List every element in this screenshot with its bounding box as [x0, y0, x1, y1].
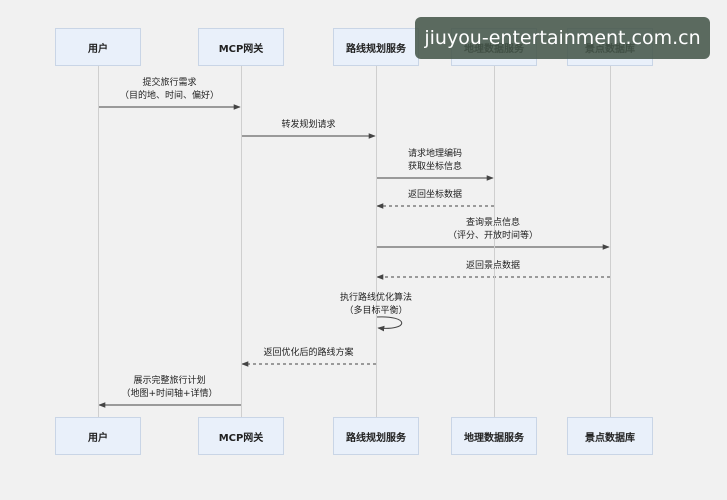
participant-top-user: 用户	[55, 28, 141, 66]
watermark-text: jiuyou-entertainment.com.cn	[424, 27, 701, 49]
message-label-line: 展示完整旅行计划	[133, 376, 206, 386]
message-label-line: 返回优化后的路线方案	[263, 348, 354, 358]
self-message-arrow	[375, 316, 403, 332]
message-label-line: （地图+时间轴+详情）	[121, 389, 218, 399]
message-label-line: 转发规划请求	[281, 120, 336, 130]
lifeline-geo-data-service	[494, 66, 495, 417]
message-label-line: 执行路线优化算法	[339, 293, 413, 303]
lifeline-user	[98, 66, 99, 417]
lifeline-route-planning-service	[376, 66, 377, 417]
lifeline-poi-database	[610, 66, 611, 417]
message-label: 查询景点信息 （评分、开放时间等）	[448, 217, 538, 243]
message-label-line: 查询景点信息	[465, 218, 521, 228]
message-label-line: 获取坐标信息	[407, 162, 463, 172]
watermark-banner: jiuyou-entertainment.com.cn	[415, 17, 710, 59]
participant-bottom-user: 用户	[55, 417, 141, 455]
message-label-line: 返回坐标数据	[407, 190, 463, 200]
message-label: 返回优化后的路线方案	[263, 347, 353, 360]
message-label: 展示完整旅行计划 （地图+时间轴+详情）	[121, 375, 217, 401]
message-label-line: 提交旅行需求	[142, 78, 197, 88]
message-label: 执行路线优化算法 （多目标平衡）	[340, 292, 412, 318]
message-label: 转发规划请求	[281, 119, 335, 132]
message-label: 返回坐标数据	[408, 189, 462, 202]
message-label-line: （目的地、时间、偏好）	[119, 91, 220, 101]
participant-bottom-mcp-gateway: MCP网关	[198, 417, 284, 455]
participant-top-mcp-gateway: MCP网关	[198, 28, 284, 66]
message-label: 提交旅行需求 （目的地、时间、偏好）	[120, 77, 219, 103]
participant-bottom-geo-data-service: 地理数据服务	[451, 417, 537, 455]
participant-bottom-route-planning-service: 路线规划服务	[333, 417, 419, 455]
message-label: 请求地理编码获取坐标信息	[408, 148, 462, 174]
message-label-line: （评分、开放时间等）	[447, 231, 539, 241]
lifeline-mcp-gateway	[241, 66, 242, 417]
message-label-line: 请求地理编码	[407, 149, 463, 159]
message-label-line: 返回景点数据	[465, 261, 521, 271]
participant-top-route-planning-service: 路线规划服务	[333, 28, 419, 66]
message-label-line: （多目标平衡）	[344, 306, 408, 316]
participant-bottom-poi-database: 景点数据库	[567, 417, 653, 455]
message-label: 返回景点数据	[466, 260, 520, 273]
